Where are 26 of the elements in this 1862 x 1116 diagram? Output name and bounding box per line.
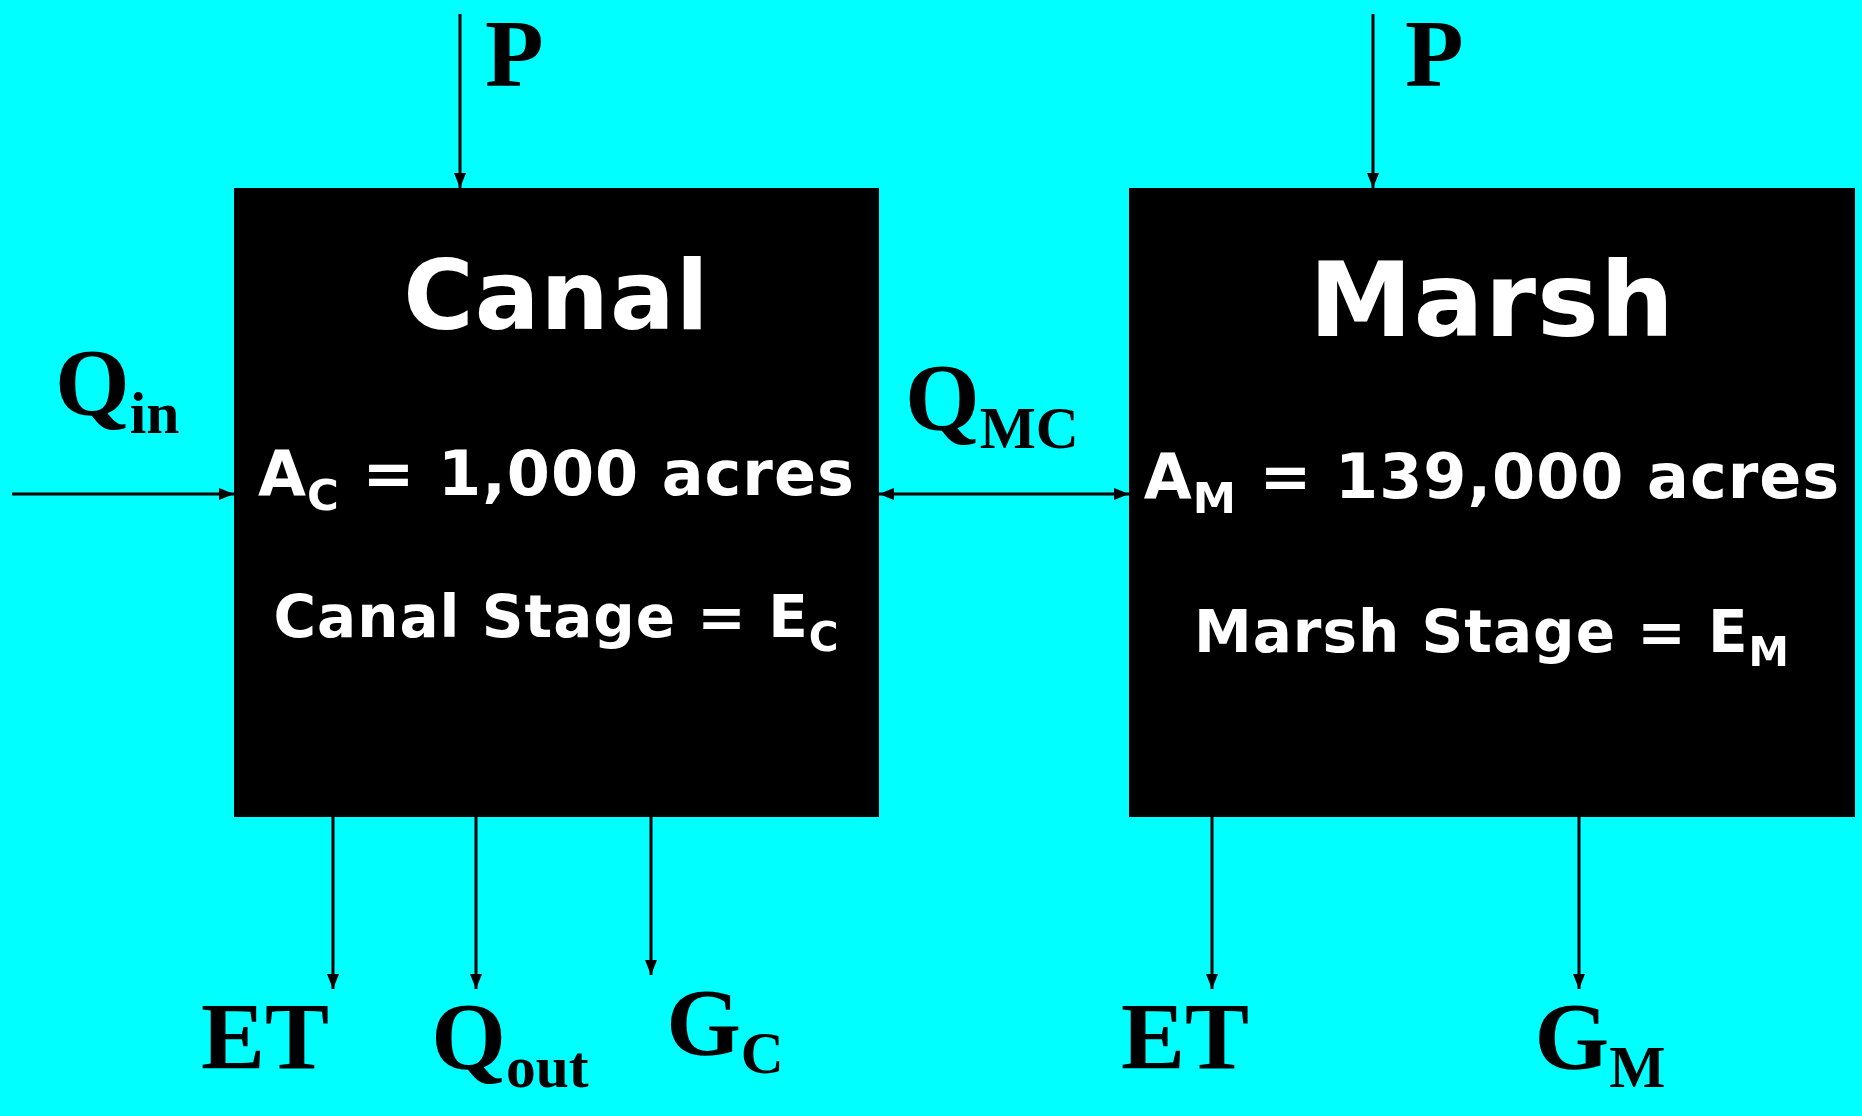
- area-text: A$_{M}$ = 139,000 acres: [1143, 440, 1841, 513]
- arrow: [1573, 817, 1585, 989]
- arrow: [454, 14, 466, 188]
- flux-label: ET: [180, 989, 350, 1079]
- arrow: [1367, 14, 1379, 188]
- flux-label: ET: [1105, 989, 1265, 1084]
- area-text: A$_{C}$ = 1,000 acres: [258, 437, 855, 510]
- arrow: [1206, 817, 1218, 989]
- edge-label: P: [1405, 6, 1464, 102]
- edge-label: Q$_{in}$: [55, 335, 180, 444]
- arrow: [879, 488, 1129, 500]
- box-title: Marsh: [1309, 239, 1675, 361]
- arrow: [12, 488, 234, 500]
- stage-text: Marsh Stage = E$_{M}$: [1194, 598, 1790, 666]
- compartment-box: [1129, 188, 1855, 817]
- flux-label: Q$_{out}$: [410, 989, 610, 1109]
- arrow: [327, 817, 339, 989]
- compartment-box: [234, 188, 879, 817]
- stage-text: Canal Stage = E$_{C}$: [273, 583, 840, 651]
- flux-label: G$_{M}$: [1515, 989, 1685, 1109]
- flux-label: G$_{C}$: [650, 975, 800, 1075]
- edge-label: P: [485, 6, 544, 102]
- edge-label: Q$_{MC}$: [905, 350, 1079, 459]
- box-title: Canal: [403, 240, 710, 352]
- arrow: [470, 817, 482, 989]
- arrow: [645, 817, 657, 975]
